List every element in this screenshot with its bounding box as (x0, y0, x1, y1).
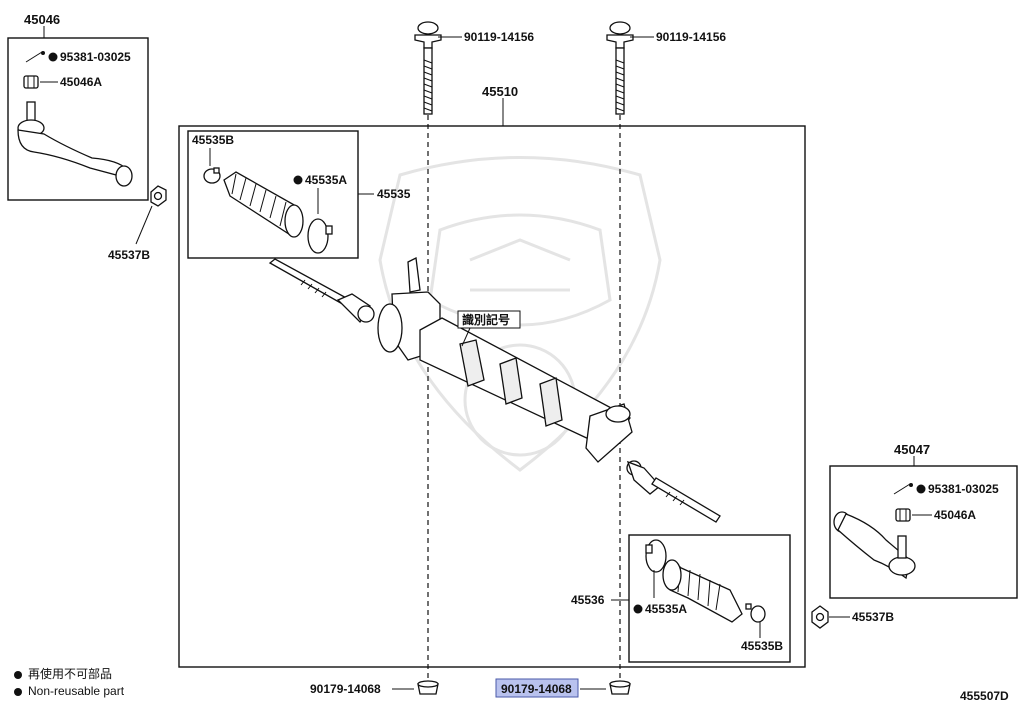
left-boot-label: 45535A (305, 173, 347, 187)
boot-band-icon (307, 218, 333, 254)
right-nut-label: 45046A (934, 508, 976, 522)
right-tie-rod-label: 45047 (894, 442, 930, 457)
right-boot-clip (745, 603, 766, 623)
right-boot-kit-label: 45536 (571, 593, 605, 607)
bullet-icon (14, 687, 22, 696)
steering-rack-housing (377, 257, 633, 463)
left-boot-kit-label: 45535 (377, 187, 411, 201)
left-stopper-nut (150, 185, 167, 207)
legend-line1: 再使用不可部品 (28, 667, 113, 681)
id-mark-box (457, 310, 521, 329)
right-boot-clip-label: 45535B (741, 639, 783, 653)
nut-right (609, 680, 631, 695)
right-castle-nut-icon (895, 508, 911, 522)
bullet-icon (14, 670, 22, 679)
nut-left-label: 90179-14068 (310, 682, 381, 696)
right-stopper-nut (811, 605, 829, 629)
bolt-left-label: 90119-14156 (464, 30, 534, 44)
left-boot (223, 171, 304, 238)
cotter-pin-icon (25, 51, 45, 63)
legend: 再使用不可部品 Non-reusable part (14, 665, 124, 698)
right-boot-band (645, 539, 667, 573)
right-pin-label: 95381-03025 (928, 482, 999, 496)
left-stopper-nut-label: 45537B (108, 248, 150, 262)
left-boot-clip-label: 45535B (192, 133, 234, 147)
legend-row-jp: 再使用不可部品 (14, 665, 124, 682)
boot-clip-icon (203, 167, 221, 184)
illustration-number: 455507D (960, 689, 1009, 703)
rack-assembly-box (178, 125, 806, 668)
left-nut-label: 45046A (60, 75, 102, 89)
right-boot (662, 559, 743, 623)
right-boot-label: 45535A (645, 602, 687, 616)
right-tie-rod-box (829, 465, 1018, 599)
nut-left (417, 680, 439, 695)
nut-right-highlight[interactable] (495, 678, 579, 698)
main-part-label: 45510 (482, 84, 518, 99)
right-stopper-nut-label: 45537B (852, 610, 894, 624)
left-tie-rod-label: 45046 (24, 12, 60, 27)
id-mark-label: 識別記号 (462, 312, 510, 327)
right-tie-rod-end (833, 511, 916, 580)
nut-right-label[interactable]: 90179-14068 (501, 682, 572, 696)
bolt-right-label: 90119-14156 (656, 30, 726, 44)
right-inner-tie-rod (626, 460, 721, 523)
bolt-left (414, 21, 442, 115)
castle-nut-icon (23, 75, 39, 89)
left-inner-tie-rod (268, 258, 375, 324)
left-tie-rod-box (7, 37, 149, 201)
legend-line2: Non-reusable part (28, 684, 125, 698)
left-pin-label: 95381-03025 (60, 50, 131, 64)
bolt-right (606, 21, 634, 115)
left-tie-rod-end (17, 101, 133, 187)
right-boot-kit-box (628, 534, 791, 663)
legend-row-en: Non-reusable part (14, 684, 124, 698)
right-cotter-pin-icon (893, 483, 913, 495)
